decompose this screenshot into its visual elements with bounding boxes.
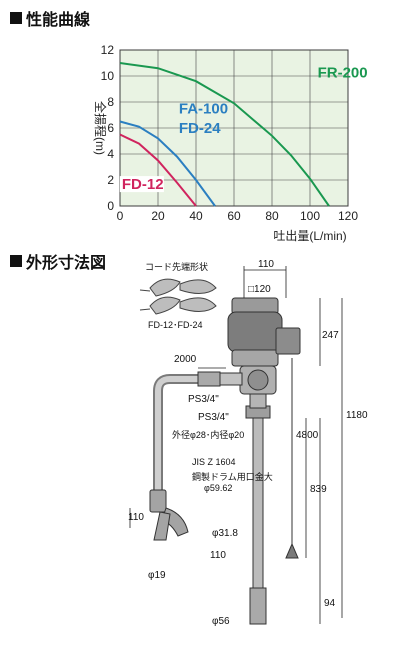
- series-line-fr-200: [119, 62, 330, 207]
- x-tick-label: 0: [117, 209, 124, 223]
- series-label-fa-100: FA-100: [179, 101, 228, 118]
- dim-4800: 4800: [296, 430, 319, 441]
- y-tick-label: 8: [107, 95, 114, 109]
- performance-section-title: 性能曲線: [10, 6, 90, 30]
- series-label-fd-12: FD-12: [122, 176, 164, 193]
- dimensions-title-text: 外形寸法図: [26, 253, 107, 272]
- y-tick-label: 4: [107, 147, 114, 161]
- series-line-fa-100: [119, 120, 216, 207]
- dim-110-top: 110: [258, 259, 274, 270]
- suction-strainer: [249, 587, 267, 625]
- dim-110-left: 110: [128, 512, 144, 523]
- pump-head: [219, 365, 277, 395]
- dim-247: 247: [322, 330, 339, 341]
- nozzle: [149, 489, 189, 541]
- section-square-icon: [10, 12, 22, 24]
- motor-body: [227, 297, 301, 367]
- dim-120: □120: [248, 284, 271, 295]
- dimension-diagram: コード先端形状 FD-12･FD-24 1: [128, 259, 368, 627]
- x-tick-label: 120: [338, 209, 358, 223]
- series-label-fr-200: FR-200: [318, 64, 368, 81]
- dim-839: 839: [310, 484, 327, 495]
- hose-coupling: [197, 371, 221, 387]
- dim-jis: JIS Z 1604: [192, 457, 236, 467]
- x-tick-label: 100: [300, 209, 320, 223]
- dimensions-section-title: 外形寸法図: [10, 249, 106, 273]
- cord-plug-illustration: [139, 278, 217, 315]
- y-tick-label: 10: [101, 69, 115, 83]
- y-axis-label: 全揚程(m): [93, 101, 108, 155]
- y-tick-label: 0: [107, 199, 114, 213]
- dim-31: φ31.8: [212, 528, 238, 539]
- y-tick-label: 6: [107, 121, 114, 135]
- dim-2000: 2000: [174, 354, 197, 365]
- float-switch: [285, 542, 299, 559]
- dim-1180: 1180: [346, 410, 368, 421]
- cord-models-label: FD-12･FD-24: [148, 320, 203, 330]
- series-label-bg: [119, 176, 164, 193]
- y-tick-label: 2: [107, 173, 114, 187]
- dim-94: 94: [324, 598, 336, 609]
- dim-ps-a: PS3/4": [188, 394, 219, 405]
- x-tick-label: 80: [265, 209, 279, 223]
- dim-59: φ59.62: [204, 483, 232, 493]
- y-tick-label: 12: [101, 43, 115, 57]
- performance-chart: 0 20 40 60 80 100 120 0 2 4 6 8 10 12 吐出量(L/min) 全揚程(m)…: [93, 43, 368, 243]
- dim-drum: 鋼製ドラム用口金大: [192, 471, 273, 482]
- dimension-lines: [129, 266, 343, 624]
- dim-19: φ19: [148, 570, 166, 581]
- dim-110-bottom: 110: [210, 550, 226, 561]
- series-label-fd-24: FD-24: [179, 120, 221, 137]
- x-axis-label: 吐出量(L/min): [273, 229, 346, 243]
- series-line-fd-12: [119, 133, 197, 207]
- section-square-icon: [10, 255, 22, 267]
- dim-ps-b: PS3/4": [198, 412, 229, 423]
- dim-outer-inner: 外径φ28･内径φ20: [172, 429, 244, 440]
- x-tick-label: 60: [227, 209, 241, 223]
- x-tick-label: 40: [189, 209, 203, 223]
- performance-title-text: 性能曲線: [26, 10, 91, 29]
- cord-tip-label: コード先端形状: [145, 261, 208, 272]
- x-tick-label: 20: [151, 209, 165, 223]
- dim-56: φ56: [212, 616, 230, 627]
